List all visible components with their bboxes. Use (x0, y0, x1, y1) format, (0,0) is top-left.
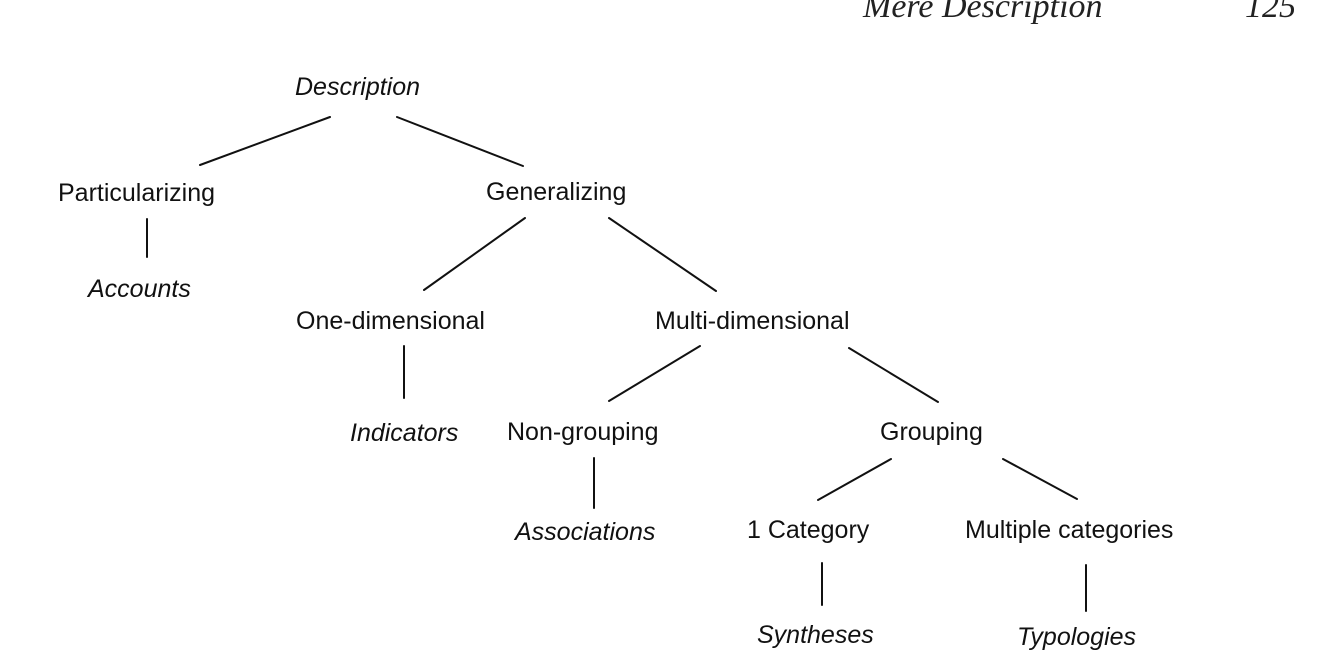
edge-generalizing-one-dimensional (423, 217, 526, 291)
running-title: Mere Description (863, 0, 1103, 25)
node-multiple-categories: Multiple categories (965, 516, 1174, 544)
edge-multi-dimensional-non-grouping (608, 345, 701, 402)
node-indicators: Indicators (350, 419, 459, 447)
edge-grouping-multiple-categories (1002, 458, 1078, 500)
node-generalizing: Generalizing (486, 178, 627, 206)
node-one-category: 1 Category (747, 516, 870, 544)
edge-multi-dimensional-grouping (848, 347, 939, 403)
node-one-dimensional: One-dimensional (296, 307, 485, 335)
node-non-grouping: Non-grouping (507, 418, 659, 446)
node-particularizing: Particularizing (58, 179, 216, 207)
node-accounts: Accounts (88, 275, 191, 303)
edge-description-generalizing (396, 116, 524, 167)
edge-generalizing-multi-dimensional (608, 217, 717, 292)
node-grouping: Grouping (880, 418, 983, 446)
node-typologies: Typologies (1017, 623, 1137, 651)
page-number: 125 (1245, 0, 1296, 25)
node-associations: Associations (515, 518, 656, 546)
node-syntheses: Syntheses (757, 621, 874, 649)
edge-description-particularizing (199, 116, 331, 166)
node-description: Description (295, 73, 421, 101)
edge-grouping-one-category (817, 458, 892, 501)
node-multi-dimensional: Multi-dimensional (655, 307, 850, 335)
